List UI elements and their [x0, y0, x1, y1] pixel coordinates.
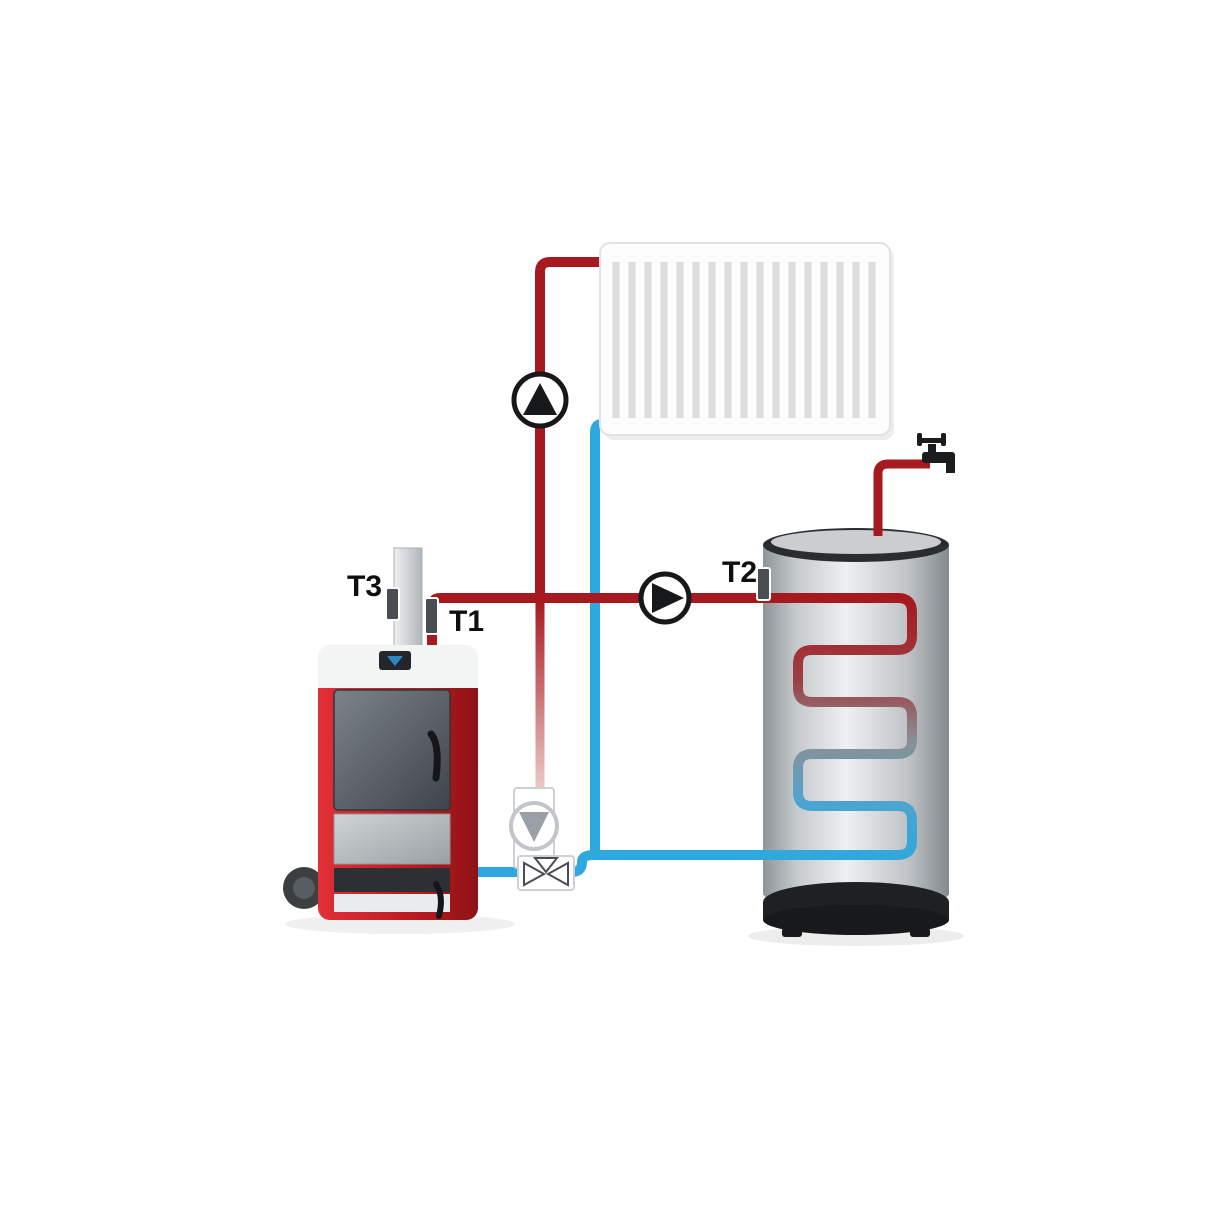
sensor-t2-label: T2 — [722, 556, 757, 589]
sensor-t3-icon — [385, 587, 400, 621]
radiator-fins — [612, 262, 876, 418]
sensor-t1-label: T1 — [449, 605, 484, 638]
three-way-valve-icon — [523, 857, 569, 887]
mixing-group — [509, 787, 575, 891]
faucet-icon — [917, 433, 955, 473]
tank-base-rim — [763, 905, 949, 935]
tank-foot-left — [782, 928, 802, 937]
coil-pipe — [766, 593, 917, 860]
radiator-circuit-pump-icon — [511, 371, 569, 429]
panel-radiator — [599, 242, 894, 440]
tank-return-pipe — [564, 850, 772, 877]
heat-exchanger-coil — [766, 593, 917, 860]
ash-pan-handle — [433, 881, 444, 919]
tank-charging-pump-icon — [638, 571, 692, 625]
boiler-top-cap-base — [318, 668, 478, 688]
display-screen — [387, 656, 403, 666]
sensor-t1-icon — [424, 597, 439, 635]
boiler-bottom-strip — [334, 894, 450, 912]
tank-body — [763, 545, 949, 895]
radiator-supply-pipe — [535, 257, 608, 600]
domestic-hot-water-pipe — [873, 459, 930, 536]
boiler-wheel-icon — [283, 867, 325, 909]
mixing-pump-rotor — [519, 812, 549, 842]
boiler-lower-panel — [333, 813, 451, 865]
boiler-upper-door — [333, 689, 451, 811]
buffer-storage-tank — [763, 528, 949, 937]
solid-fuel-boiler — [318, 547, 478, 920]
tank-top-surface — [771, 530, 941, 554]
ash-pan-slot — [334, 868, 450, 892]
upper-door-handle — [427, 730, 441, 782]
sensor-t3-label: T3 — [347, 570, 382, 603]
tank-foot-right — [910, 928, 930, 937]
sensor-t2-icon — [756, 567, 771, 601]
